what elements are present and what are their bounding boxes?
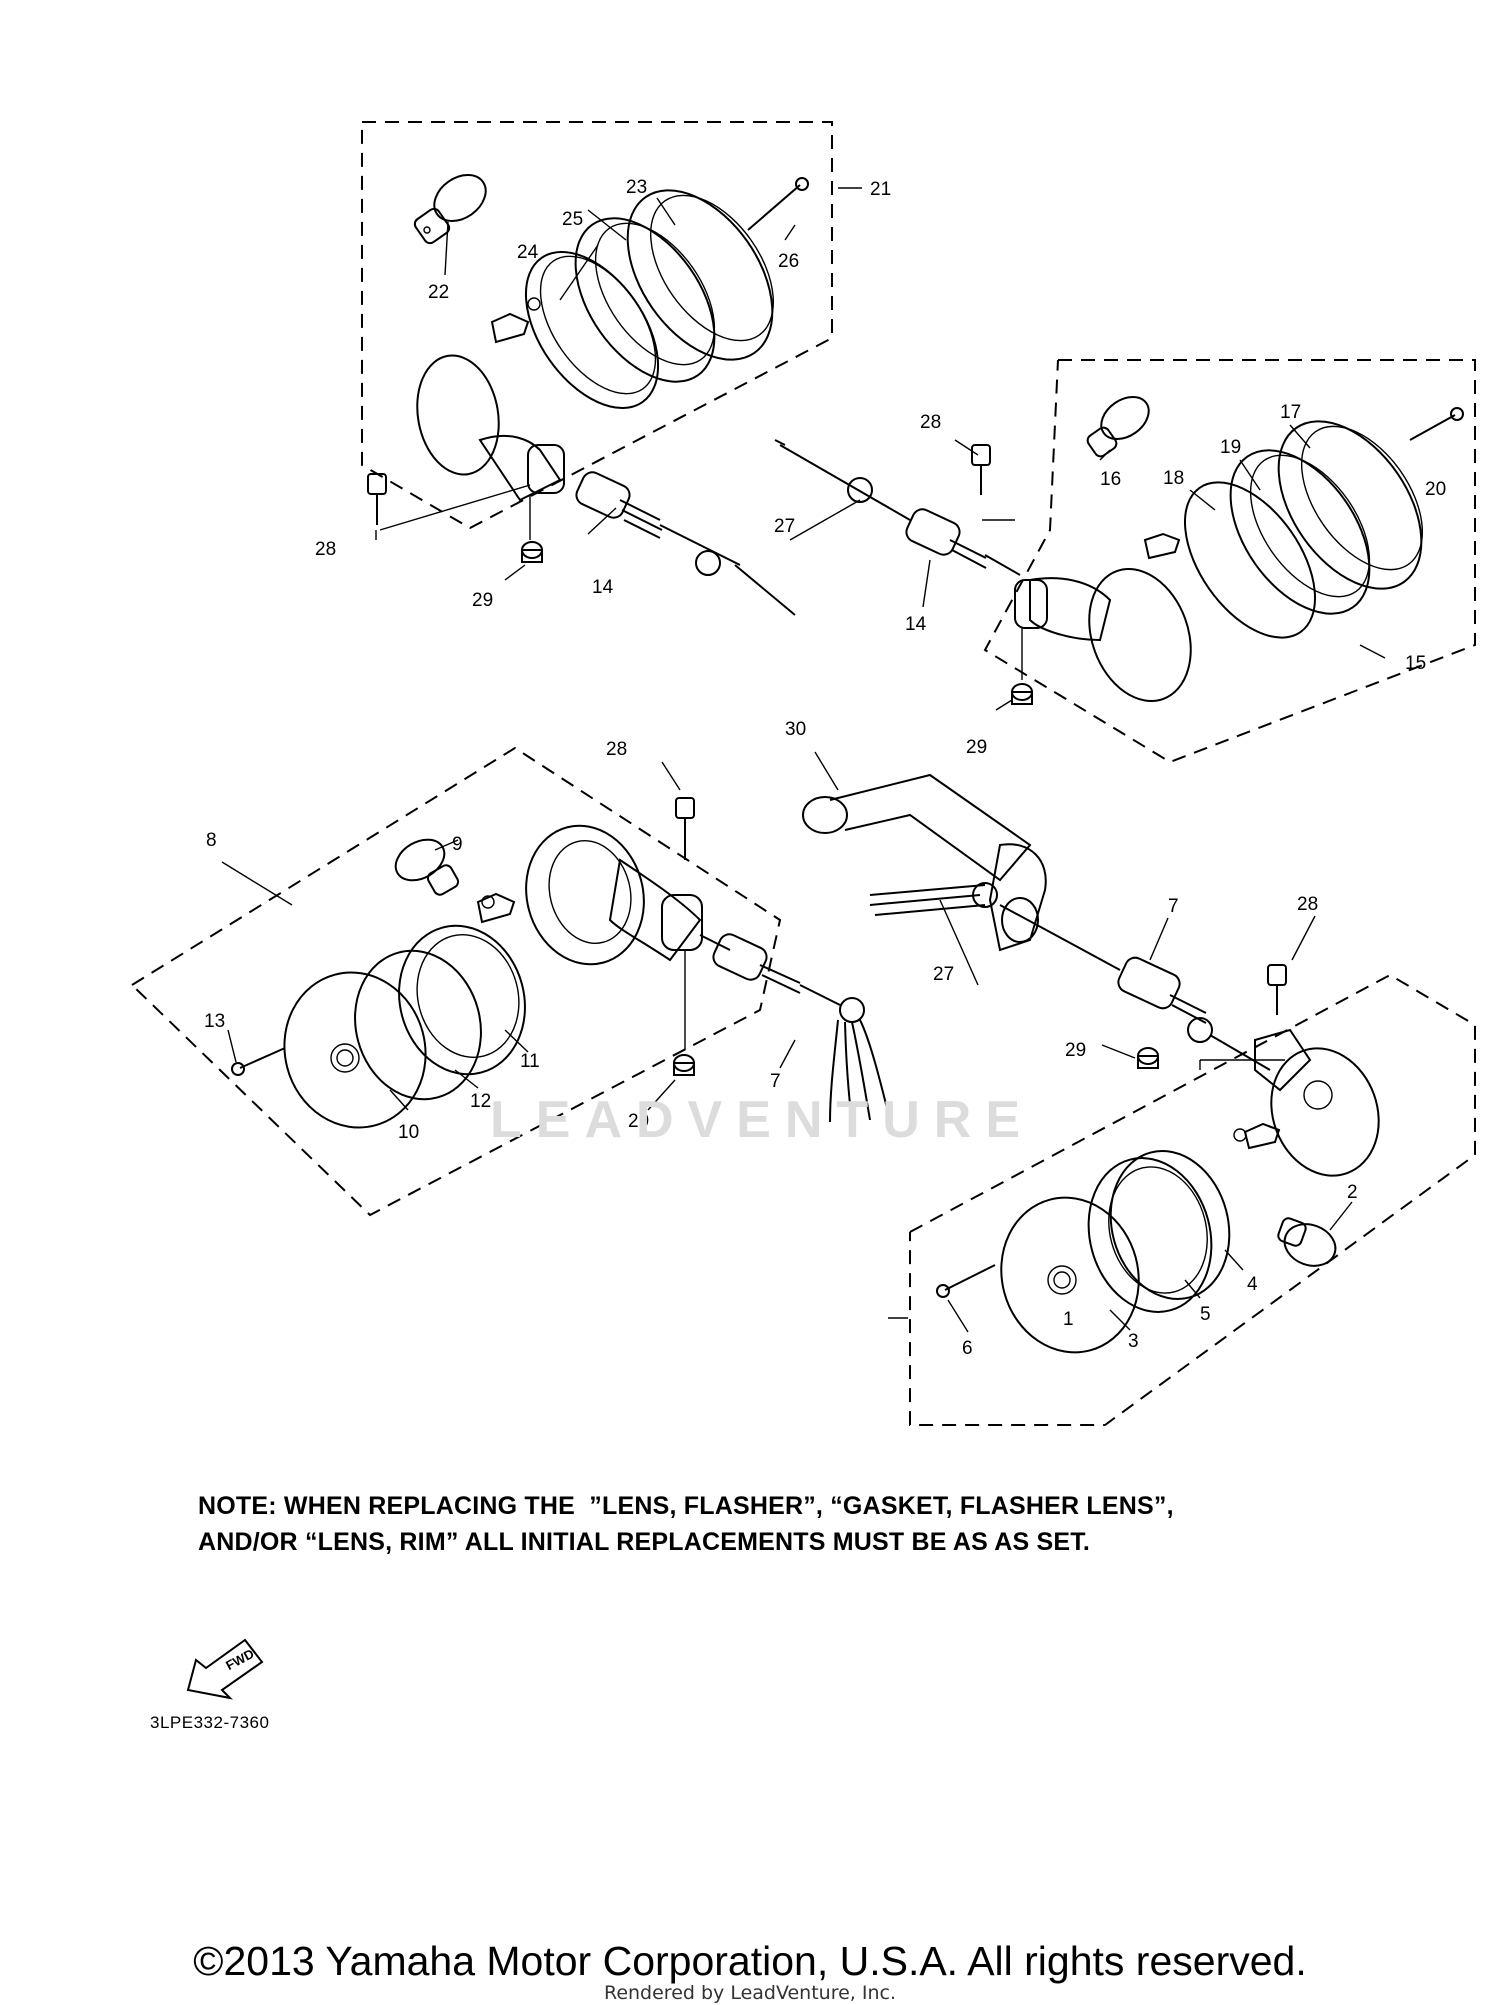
clip-icon bbox=[490, 297, 541, 344]
callout-numbers: 1 2 3 4 5 6 7 7 8 9 10 11 12 13 14 14 15… bbox=[204, 177, 1446, 1359]
callout-14-left: 14 bbox=[592, 577, 614, 598]
bulb-9-icon bbox=[394, 838, 460, 896]
nut-29b bbox=[1011, 683, 1033, 705]
callout-28-lower-right: 28 bbox=[1297, 894, 1318, 915]
nut-29c bbox=[673, 1054, 695, 1076]
callout-30: 30 bbox=[785, 719, 806, 740]
leader-lines bbox=[221, 187, 1386, 1333]
callout-28-upper-left: 28 bbox=[315, 539, 336, 560]
callout-23: 23 bbox=[626, 177, 647, 198]
assembly-21-flasher-rear-left bbox=[361, 121, 833, 616]
rendered-by: Rendered by LeadVenture, Inc. bbox=[603, 1982, 897, 2004]
nut-29a bbox=[521, 541, 543, 563]
note-line-1: NOTE: WHEN REPLACING THE ”LENS, FLASHER”… bbox=[198, 1492, 1174, 1520]
callout-1: 1 bbox=[1063, 1309, 1074, 1330]
bolt-28d bbox=[1267, 964, 1287, 1015]
lens-25 bbox=[574, 217, 716, 383]
lens-10 bbox=[283, 971, 427, 1129]
nut-29d bbox=[1137, 1047, 1159, 1069]
callout-11: 11 bbox=[520, 1051, 540, 1072]
callout-14-right: 14 bbox=[905, 614, 927, 635]
lens-19 bbox=[1229, 449, 1371, 615]
screw-6 bbox=[944, 1264, 996, 1291]
callout-16: 16 bbox=[1100, 469, 1121, 490]
callout-3: 3 bbox=[1128, 1331, 1139, 1352]
callout-27-top: 27 bbox=[774, 516, 795, 537]
screw-13 bbox=[239, 1047, 286, 1069]
callout-19: 19 bbox=[1220, 437, 1241, 458]
callout-27-bottom: 27 bbox=[933, 964, 954, 985]
housing-front-right bbox=[1254, 1028, 1380, 1177]
clip-icon bbox=[1243, 1122, 1281, 1150]
gasket-18 bbox=[1183, 481, 1317, 639]
callout-13: 13 bbox=[204, 1011, 225, 1032]
replacement-note: NOTE: WHEN REPLACING THE ”LENS, FLASHER”… bbox=[198, 1488, 1174, 1560]
callout-7-right: 7 bbox=[1168, 896, 1179, 917]
callout-22: 22 bbox=[428, 282, 449, 303]
stalk-7-right bbox=[999, 904, 1271, 1071]
callout-28-middle: 28 bbox=[606, 739, 627, 760]
stalk-7-left bbox=[699, 933, 891, 1123]
callout-20: 20 bbox=[1425, 479, 1446, 500]
bracket-30 bbox=[802, 773, 1047, 952]
callout-10: 10 bbox=[398, 1122, 419, 1143]
copyright: ©2013 Yamaha Motor Corporation, U.S.A. A… bbox=[193, 1938, 1307, 1984]
fwd-arrow-icon bbox=[186, 1638, 264, 1700]
callout-29-lower-right: 29 bbox=[1065, 1040, 1086, 1061]
callout-17: 17 bbox=[1280, 402, 1301, 423]
rim-5 bbox=[1087, 1157, 1213, 1313]
stalk-14-left bbox=[575, 471, 796, 616]
callout-24: 24 bbox=[517, 242, 539, 263]
callout-8: 8 bbox=[206, 830, 217, 851]
lens-3 bbox=[1000, 1196, 1140, 1354]
bolt-28b bbox=[971, 444, 991, 495]
callout-4: 4 bbox=[1247, 1274, 1258, 1295]
bolt-28c bbox=[675, 797, 695, 860]
rim-23 bbox=[626, 189, 774, 361]
note-line-2: AND/OR “LENS, RIM” ALL INITIAL REPLACEME… bbox=[198, 1528, 1091, 1556]
screw-26 bbox=[747, 184, 801, 231]
callout-6: 6 bbox=[962, 1338, 973, 1359]
callout-5: 5 bbox=[1200, 1304, 1211, 1325]
assembly-15-flasher-rear-right bbox=[774, 359, 1476, 764]
callout-21: 21 bbox=[870, 179, 891, 200]
callout-18: 18 bbox=[1163, 468, 1184, 489]
callout-28-upper-right: 28 bbox=[920, 412, 941, 433]
callout-15: 15 bbox=[1405, 653, 1426, 674]
gasket-4 bbox=[1109, 1150, 1231, 1300]
callout-29-upper-left: 29 bbox=[472, 590, 493, 611]
callout-25: 25 bbox=[562, 209, 583, 230]
rim-17 bbox=[1277, 420, 1423, 590]
housing-left-rear bbox=[416, 354, 565, 502]
callout-7-left: 7 bbox=[770, 1071, 781, 1092]
gasket-12 bbox=[354, 949, 482, 1101]
callout-9: 9 bbox=[452, 834, 463, 855]
bulb-22-icon bbox=[413, 174, 487, 245]
callout-2: 2 bbox=[1347, 1182, 1358, 1203]
rim-11 bbox=[398, 924, 526, 1076]
callout-29-lower-left: 29 bbox=[628, 1111, 649, 1132]
callout-12: 12 bbox=[470, 1091, 491, 1112]
stalk-14-right bbox=[774, 439, 1021, 576]
watermark: LEADVENTURE bbox=[490, 1091, 1035, 1149]
screw-20 bbox=[1409, 414, 1456, 441]
assembly-1-flasher-front-right bbox=[909, 964, 1476, 1426]
clip-icon bbox=[476, 892, 516, 924]
bulb-2-icon bbox=[1277, 1217, 1337, 1267]
clip-icon bbox=[1143, 532, 1181, 560]
bulb-16-icon bbox=[1086, 396, 1150, 458]
housing-front-left bbox=[525, 824, 703, 966]
wire-harness bbox=[869, 882, 998, 916]
callout-29-upper-right: 29 bbox=[966, 737, 987, 758]
part-code: 3LPE332-7360 bbox=[150, 1713, 270, 1732]
callout-26: 26 bbox=[778, 251, 799, 272]
housing-right-rear bbox=[1014, 568, 1192, 702]
bolt-28a bbox=[367, 473, 387, 525]
